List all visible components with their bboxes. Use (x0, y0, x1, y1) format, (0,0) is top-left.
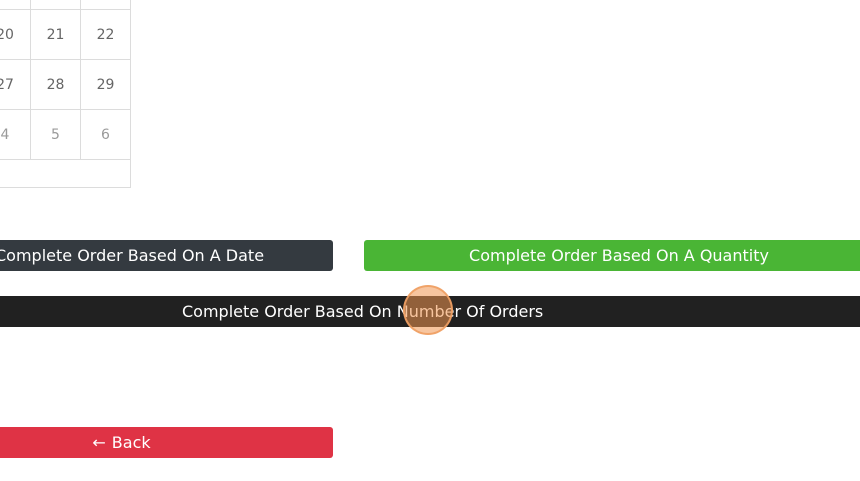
calendar-row (0, 0, 130, 10)
calendar-day-next-month[interactable]: 6 (80, 110, 130, 159)
calendar-day[interactable] (80, 0, 130, 9)
calendar-day[interactable] (0, 0, 30, 9)
complete-order-by-quantity-button[interactable]: Complete Order Based On A Quantity (364, 240, 860, 271)
back-label: Back (111, 433, 151, 452)
calendar-day-next-month[interactable]: 5 (30, 110, 80, 159)
complete-order-by-number-of-orders-label: Complete Order Based On Number Of Orders (182, 302, 544, 321)
calendar-day[interactable]: 27 (0, 76, 14, 93)
calendar-day[interactable]: 29 (80, 60, 130, 109)
calendar-day[interactable] (30, 0, 80, 9)
complete-order-by-date-button[interactable]: Complete Order Based On A Date (0, 240, 333, 271)
calendar-day[interactable]: 22 (80, 10, 130, 59)
calendar-row: 27 28 29 (0, 60, 130, 110)
calendar: 20 21 22 27 28 29 4 5 6 (0, 0, 131, 188)
calendar-day[interactable]: 28 (30, 60, 80, 109)
complete-order-by-quantity-label: Complete Order Based On A Quantity (469, 246, 769, 265)
calendar-row: 4 5 6 (0, 110, 130, 160)
calendar-footer (0, 160, 130, 187)
calendar-day[interactable]: 21 (30, 10, 80, 59)
arrow-left-icon: ← (92, 433, 106, 452)
calendar-day-next-month[interactable]: 4 (0, 126, 10, 143)
complete-order-by-date-label: Complete Order Based On A Date (0, 246, 265, 265)
calendar-row: 20 21 22 (0, 10, 130, 60)
click-indicator (403, 285, 453, 335)
calendar-day[interactable]: 20 (0, 26, 14, 43)
back-button[interactable]: ← Back (0, 427, 333, 458)
